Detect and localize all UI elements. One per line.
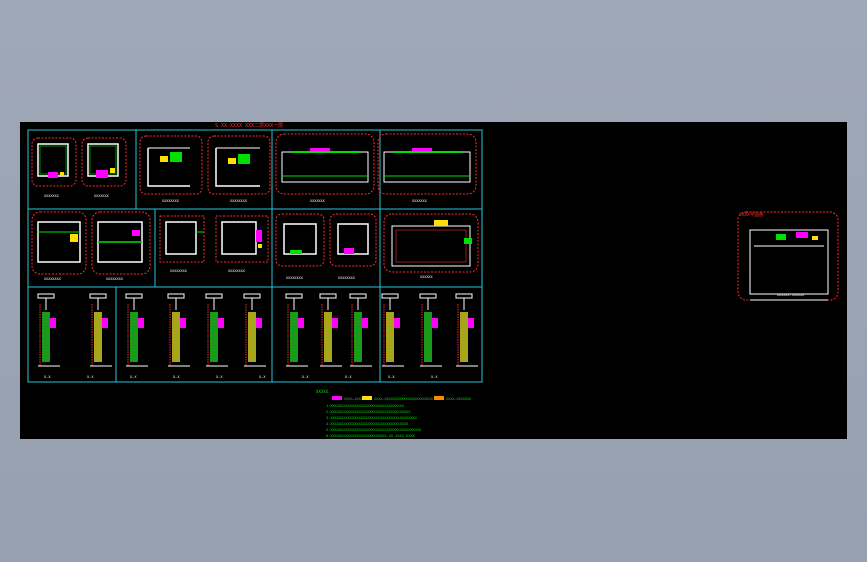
legend-item-1: XXXX—XXXX — [344, 397, 364, 401]
notes-block: XXXXX: XXXX—XXXX XXXX—XXXXXXXXXXXXXXXXXX… — [316, 389, 472, 438]
note-2: 2.XXXXXXXXXXXXXXXXXXXXXXXXXXXXXXXXXXXXX — [326, 410, 411, 414]
row3-label-6: X-X — [259, 375, 266, 379]
note-1: 1.XXXXXXXXXXXXXXXXXXXXXXXXXXXXXXXXXX — [326, 404, 405, 408]
right-plan-caption: XXXXXX-XXXXXX — [777, 293, 805, 297]
row1-label-1: XXXXXXX — [44, 194, 60, 198]
row1-label-5: XXXXXXX — [310, 199, 326, 203]
right-plan-title: XXXX平面图 — [739, 212, 764, 218]
wall-sections: X-X X-X X-X X-X X-X X-X X-X X-X X-X X-X — [37, 293, 478, 379]
row1-label-3: XXXXXXXX — [162, 199, 180, 203]
row2-label-1: XXXXXXXX — [44, 277, 62, 281]
legend-item-3: XXXX—XXXXXXX — [446, 397, 472, 401]
row3-label-1: X-X — [44, 375, 51, 379]
detail-row-1: XXXXXXX XXXXXXX XXXXXXXX XXXXXXXX XXXXXX… — [31, 133, 477, 203]
row3-label-7: X-X — [302, 375, 309, 379]
legend-title: XXXXX: — [316, 389, 330, 394]
row2-label-6: XXXXXXXX — [338, 276, 356, 280]
note-3: 3.XXXXXXXXXXXXXXXXXXXXXXXXXXXXXXXXXXXXXX… — [326, 416, 418, 420]
drawing-canvas[interactable]: S-XX-XXXX XXX二层XXX一层 — [20, 122, 847, 439]
row1-label-4: XXXXXXXX — [230, 199, 248, 203]
note-4: 4.XXXXXXXXXXXXXXXXXXXXXXXXXXXXXXXXXXXX — [326, 422, 409, 426]
note-6: 6.XXXXXXXXXXXXXXXXXXXXXXXXXX-XX-XXXX-XXX… — [326, 434, 416, 438]
row2-label-3: XXXXXXXX — [170, 269, 188, 273]
row3-label-4: X-X — [173, 375, 180, 379]
row3-label-8: X-X — [345, 375, 352, 379]
note-5: 5.XXXXXXXXXXXXXXXXXXXXXXXXXXXXXXXXXXXXXX… — [326, 428, 422, 432]
cad-drawing[interactable]: S-XX-XXXX XXX二层XXX一层 — [20, 122, 847, 439]
row2-label-4: XXXXXXXX — [228, 269, 246, 273]
detail-row-2: XXXXXXXX XXXXXXXX XXXXXXXX XXXXXXXX XXXX… — [31, 211, 479, 281]
right-plan: XXXX平面图 XXXXXX-XXXXXX — [737, 211, 839, 301]
row3-label-10: X-X — [431, 375, 438, 379]
row2-label-2: XXXXXXXX — [106, 277, 124, 281]
row3-label-3: X-X — [130, 375, 137, 379]
row2-label-5: XXXXXXXX — [286, 276, 304, 280]
row3-label-5: X-X — [216, 375, 223, 379]
row1-label-2: XXXXXXX — [94, 194, 110, 198]
row3-label-2: X-X — [87, 375, 94, 379]
row2-label-7: XXXXXX — [420, 275, 434, 279]
main-frame — [27, 129, 483, 383]
sheet-title: S-XX-XXXX XXX二层XXX一层 — [215, 123, 283, 129]
legend-item-2: XXXX—XXXXXXXXXXXXXXXXXXXXXXX — [374, 397, 434, 401]
row1-label-6: XXXXXXX — [412, 199, 428, 203]
row3-label-9: X-X — [388, 375, 395, 379]
